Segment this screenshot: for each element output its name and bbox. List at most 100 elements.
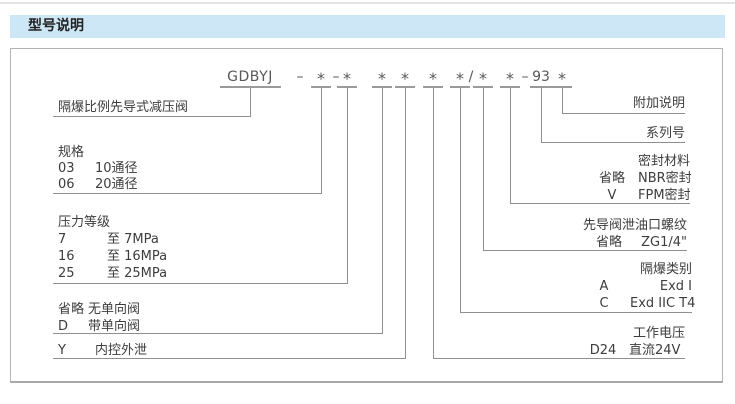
connector-line [53,283,348,284]
code-underline [450,86,470,88]
block-header: 系列号 [646,125,685,142]
connector-line [541,142,685,143]
option-desc: FPM密封 [638,188,691,203]
option-desc: NBR密封 [638,171,692,186]
right-label-series-number: 系列号 [646,125,685,142]
code-underline [423,86,443,88]
connector-line [433,88,434,358]
block-header: 附加说明 [633,95,685,112]
option-row: 7 至 7MPa [58,231,167,248]
option-desc: 20通径 [95,177,138,192]
option-desc: 至 16MPa [107,249,168,264]
option-desc: 带单向阀 [88,319,141,334]
option-code: 7 [58,232,67,247]
connector-line [347,88,348,283]
option-desc: ZG1/4" [641,235,687,250]
model-code-star: * [317,69,325,88]
connector-line [250,88,251,116]
option-row: D24 直流24V [585,342,685,359]
left-label-size: 规格 03 10通径 06 20通径 [58,145,138,193]
option-row: V FPM密封 [594,187,691,204]
option-code: 06 [58,177,75,192]
code-underline [473,86,493,88]
option-desc: 内控外泄 [95,343,148,358]
connector-line [510,88,511,203]
right-label-pilot-drain-thread: 先导阀泄油口螺纹 省略 ZG1/4" [583,217,687,251]
option-code: 省略 [598,171,625,186]
model-code-star: * [429,69,437,88]
left-label-check-valve: 省略 无单向阀 D 带单向阀 [58,301,140,335]
block-header-label: 先导阀泄油口螺纹 [582,218,687,233]
connector-line [53,358,406,359]
code-underline [311,86,331,88]
code-underline [530,86,553,88]
model-code-star: * [558,69,566,88]
connector-line [53,116,251,117]
block-header-label: 规格 [58,145,85,160]
connector-line [483,88,484,250]
label-row: 隔爆比例先导式减压阀 [58,99,188,116]
right-label-working-voltage: 工作电压 D24 直流24V [585,325,685,359]
code-underline [337,86,357,88]
model-code-series: 93 [532,69,550,85]
option-code: V [607,188,617,203]
option-desc: Exd IIC T4 [630,296,696,311]
option-desc: Exd I [659,279,692,294]
model-code-star: * [401,69,409,88]
right-label-explosion-proof-class: 隔爆类别 A Exd I C Exd IIC T4 [586,261,696,312]
block-header: 规格 [58,145,138,161]
code-underline [220,86,281,88]
option-desc: 至 7MPa [107,232,159,247]
code-underline [372,86,392,88]
connector-line [53,333,383,334]
code-underline [500,86,520,88]
right-label-seal-material: 密封材料 省略 NBR密封 V FPM密封 [594,153,692,204]
option-row: A Exd I [586,278,692,295]
model-code-dash: – [521,69,529,85]
option-row: C Exd IIC T4 [586,295,696,312]
option-code: 03 [58,161,75,176]
option-code: Y [58,343,66,358]
model-code-dash: – [296,69,304,85]
section-title: 型号说明 [28,18,84,34]
option-desc: 直流24V [629,343,681,358]
block-header-label: 隔爆类别 [639,262,692,277]
option-desc: 至 25MPa [107,266,168,281]
option-row: 25 至 25MPa [58,265,167,282]
block-header: 压力等级 [58,214,167,231]
connector-line [382,88,383,333]
option-code: D [58,319,69,334]
code-underline [395,86,415,88]
block-header-label: 压力等级 [58,215,111,230]
option-code: 省略 [595,235,622,250]
connector-line [321,88,322,193]
connector-line [510,203,690,204]
connector-line [562,113,685,114]
model-code-slash: / [468,69,474,85]
option-row: 省略 无单向阀 [58,301,140,318]
model-code-star: * [456,69,464,88]
right-label-additional-notes: 附加说明 [633,95,685,112]
option-row: 省略 NBR密封 [594,170,692,187]
option-desc: 无单向阀 [88,302,141,317]
connector-line [483,250,687,251]
option-code: 省略 [58,302,85,317]
left-label-drain-mode: Y 内控外泄 [58,342,147,359]
block-header-label: 系列号 [645,126,685,141]
page-top-divider [0,2,735,4]
option-code: A [599,279,609,294]
connector-line [460,88,461,312]
option-row: 06 20通径 [58,177,138,193]
block-header: 工作电压 [585,325,685,342]
option-row: 16 至 16MPa [58,248,167,265]
code-underline [552,86,572,88]
model-code-dash: – [332,69,340,85]
option-code: 25 [58,266,75,281]
block-header-label: 附加说明 [632,96,685,111]
block-header: 隔爆类别 [586,261,692,278]
connector-line [541,88,542,142]
left-label-pressure-grade: 压力等级 7 至 7MPa 16 至 16MPa 25 至 25MPa [58,214,167,282]
model-code-prefix: GDBYJ [227,69,273,85]
block-header: 密封材料 [594,153,690,170]
option-row: D 带单向阀 [58,318,140,335]
